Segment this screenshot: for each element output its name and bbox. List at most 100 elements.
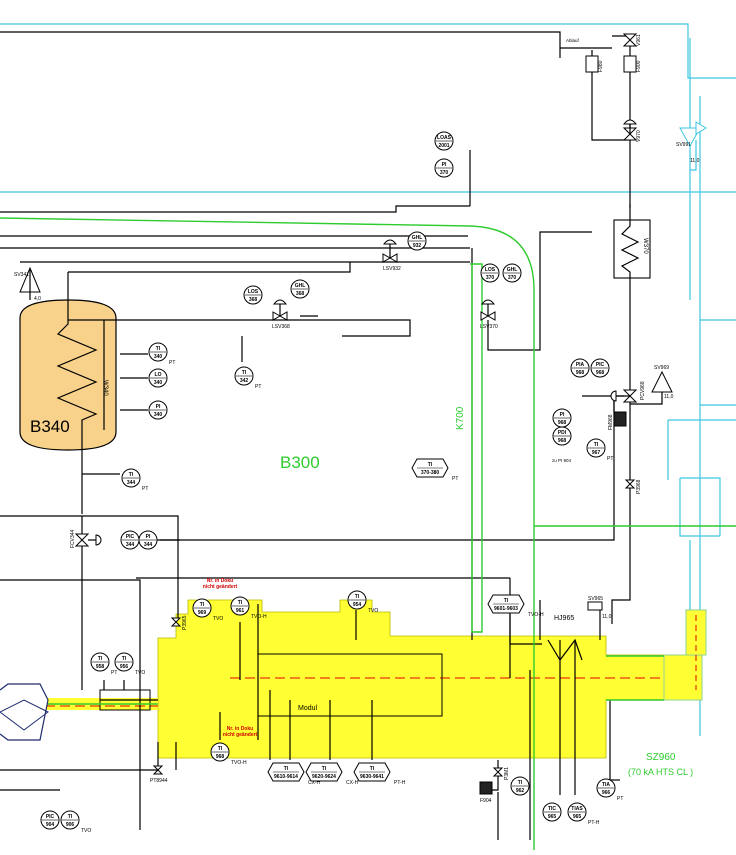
main-labels: B300 Modul HJ965 SZ960 (70 kA HTS CL ) A…	[203, 38, 693, 777]
instrument-function: PI	[560, 412, 565, 418]
instrument-function: PI	[156, 404, 161, 410]
instrument-number: 906	[66, 822, 75, 828]
instrument-number: 968	[576, 370, 585, 376]
sz960-label: SZ960	[646, 752, 676, 763]
instrument-number: 340	[154, 354, 163, 360]
instrument-suffix: PT	[255, 384, 261, 390]
svg-text:F900: F900	[636, 60, 642, 72]
instrument-number: 968	[558, 438, 567, 444]
instrument-suffix: TVO	[368, 608, 378, 614]
instrument-number: 968	[596, 370, 605, 376]
svg-text:SV969: SV969	[654, 365, 669, 371]
instrument-number: 954	[353, 602, 362, 608]
coil-w340	[56, 300, 98, 514]
instrument-function: PDI	[558, 430, 567, 436]
valve-sv969: SV969 11,0	[630, 365, 674, 405]
instrument-number: 969	[198, 610, 207, 616]
instrument-number: 340	[154, 380, 163, 386]
instrument-number: 370-380	[421, 470, 440, 476]
vessel-b340: B340 W340	[19, 299, 117, 514]
svg-text:V961: V961	[636, 34, 642, 46]
instrument-number: 956	[120, 664, 129, 670]
instrument-function: TI	[238, 600, 243, 606]
instrument-number: 904	[46, 822, 55, 828]
instrument-tag-pi-968: PI 968	[552, 408, 572, 428]
hj965-label: HJ965	[554, 615, 574, 622]
instrument-number: 344	[144, 542, 153, 548]
valve-fcv344: FCV344	[70, 529, 102, 548]
instrument-number: 9610-9614	[274, 774, 298, 780]
instrument-suffix: TVO-H	[251, 614, 267, 620]
instrument-suffix: PT-H	[588, 820, 600, 826]
svg-text:FCV344: FCV344	[70, 529, 76, 548]
instrument-function: TI	[518, 780, 523, 786]
instrument-number: 968	[216, 754, 225, 760]
svg-text:11,0: 11,0	[664, 394, 674, 400]
instrument-number: 9630-9641	[360, 774, 384, 780]
instrument-number: 2001	[438, 143, 449, 149]
sz960-sub-label: (70 kA HTS CL )	[628, 767, 693, 777]
k700-label: K700	[455, 406, 466, 430]
svg-text:LSV370: LSV370	[480, 324, 498, 330]
svg-text:4,0: 4,0	[34, 296, 41, 302]
instrument-tag-pdi-968: PDI 968	[552, 426, 572, 446]
b340-label: B340	[30, 417, 70, 436]
valve-v970: V970	[622, 119, 642, 142]
yellow-vessel-area	[0, 599, 707, 759]
instrument-number: 965	[548, 814, 557, 820]
instrument-function: TI	[284, 766, 289, 772]
svg-text:P3968: P3968	[636, 479, 642, 494]
instrument-suffix: TVO	[213, 616, 223, 622]
svg-text:PT8944: PT8944	[150, 778, 168, 784]
valve-sv341: SV341 4,0	[14, 266, 41, 302]
modul-label: Modul	[298, 705, 318, 712]
valve-sv965: SV965 11,0	[587, 596, 612, 620]
instrument-suffix: PT-H	[394, 780, 406, 786]
cyan-lines	[0, 23, 736, 736]
instrument-function: TI	[355, 594, 360, 600]
instrument-number: 968	[558, 420, 567, 426]
instrument-function: PI	[442, 162, 447, 168]
valve-v961: V961	[622, 33, 642, 47]
instrument-function: LOS	[248, 289, 259, 295]
hx-w370: W370	[613, 204, 651, 380]
instrument-suffix: TVO-H	[528, 612, 544, 618]
note-label-2b: nicht geändert	[223, 732, 258, 738]
filter-f900: F900	[623, 55, 642, 73]
svg-text:SV965: SV965	[588, 596, 603, 602]
b300-label: B300	[280, 453, 320, 472]
valve-pt8944: PT8944	[150, 765, 168, 784]
instrument-function: TI	[98, 656, 103, 662]
instrument-suffix: TVO	[81, 828, 91, 834]
black-lines	[0, 31, 631, 840]
instrument-function: GHL	[507, 267, 518, 273]
note-label-2: Nr. in Doku	[227, 726, 253, 732]
svg-text:F980: F980	[598, 60, 604, 72]
valve-pcv968: PCV968	[610, 381, 646, 403]
svg-text:P3965: P3965	[182, 615, 188, 630]
instrument-suffix: PT	[617, 796, 623, 802]
instrument-function: TI	[322, 766, 327, 772]
instrument-suffix: PT	[452, 476, 458, 482]
ablauf-label: Ablauf	[566, 38, 580, 43]
filter-f980: F980	[585, 55, 604, 73]
instrument-number: 962	[516, 788, 525, 794]
note-label-1: Nr. in Doku	[207, 578, 233, 584]
